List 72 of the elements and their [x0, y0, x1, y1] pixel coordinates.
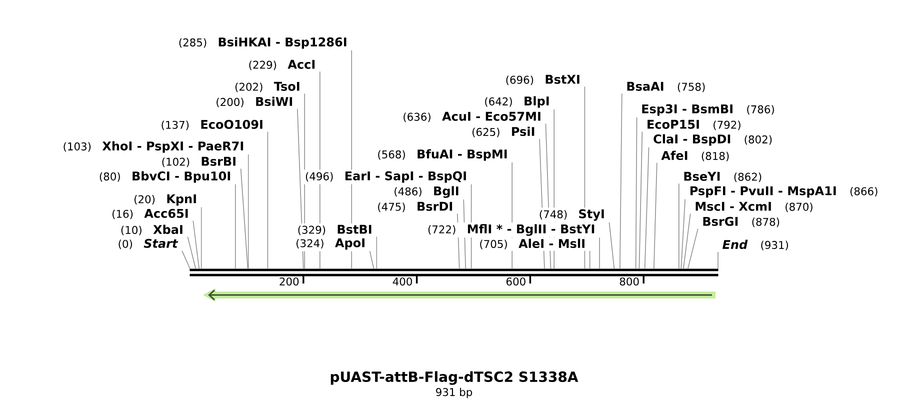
leader-line: [470, 184, 472, 270]
enzyme-label: (642) BlpI: [485, 96, 549, 108]
leader-line: [297, 108, 304, 270]
enzyme-label: (696) BstXI: [506, 74, 580, 86]
leader-line: [235, 184, 236, 270]
sequence-bar: [190, 268, 718, 276]
enzyme-label: EcoP15I (792): [648, 120, 740, 130]
leader-line: [240, 168, 248, 270]
leader-line: [644, 147, 650, 270]
enzyme-label: (475) BsrDI: [378, 202, 452, 212]
leader-line: [589, 250, 590, 270]
leader-line: [248, 154, 249, 270]
leader-line: [304, 93, 305, 270]
leader-line: [635, 116, 638, 270]
leader-line: [457, 213, 460, 270]
enzyme-label: BsrGI (878): [703, 216, 780, 228]
enzyme-label: (625) PsiI: [472, 126, 534, 138]
leader-line: [545, 123, 552, 270]
enzyme-label: ClaI - BspDI (802): [654, 134, 772, 146]
leader-line: [654, 162, 658, 270]
tick-label: 600: [506, 277, 526, 286]
leader-line: [608, 222, 615, 270]
leader-line: [680, 198, 686, 270]
enzyme-label: MscI - XcmI (870): [696, 202, 812, 212]
enzyme-label: AfeI (818): [661, 150, 729, 162]
enzyme-label: (329) BstBI: [298, 224, 372, 236]
leader-line: [463, 199, 466, 270]
enzyme-label: (748) StyI: [540, 209, 604, 221]
leader-line: [369, 250, 374, 270]
enzyme-label: (137) EcoO109I: [162, 120, 262, 130]
leader-line: [192, 220, 200, 270]
leader-line: [351, 50, 352, 270]
leader-line: [620, 93, 622, 270]
leader-line: [678, 183, 680, 270]
enzyme-label: (16) Acc65I: [112, 208, 188, 220]
title: pUAST-attB-Flag-dTSC2 S1338A: [330, 371, 578, 385]
leader-line: [200, 206, 202, 270]
leader-line: [539, 138, 545, 270]
enzyme-label: (103) XhoI - PspXI - PaeR7I: [64, 141, 244, 153]
enzyme-label: PspFI - PvuII - MspA1I (866): [690, 186, 878, 198]
enzyme-label: (324) ApoI: [296, 238, 364, 250]
leader-line: [376, 236, 377, 270]
leader-line: [599, 237, 600, 270]
enzyme-label: (568) BfuAI - BspMI: [378, 149, 507, 161]
enzyme-label: (229) AccI: [249, 60, 315, 70]
enzyme-label: (486) BglI: [394, 186, 458, 198]
enzyme-label: (496) EarI - SapI - BspQI: [306, 171, 466, 183]
enzyme-label: BsaAI (758): [627, 82, 705, 92]
tick-label: 200: [280, 277, 299, 286]
leader-line: [683, 213, 691, 270]
enzyme-label: (10) XbaI: [121, 224, 182, 236]
position-label: (0) Start: [118, 238, 178, 250]
leader-line: [584, 86, 586, 270]
enzyme-label: (705) AleI - MslI: [480, 238, 584, 250]
enzyme-label: (202) TsoI: [235, 82, 300, 92]
enzyme-label: BseYI (862): [684, 172, 762, 182]
leader-line: [182, 250, 190, 270]
caption: 931 bp: [436, 388, 472, 398]
enzyme-label: (20) KpnI: [134, 194, 196, 206]
position-label: End (931): [722, 240, 788, 250]
leader-line: [267, 131, 268, 270]
enzyme-label: (636) AcuI - Eco57MI: [404, 112, 540, 122]
leader-line: [187, 236, 196, 270]
enzyme-label: Esp3I - BsmBI (786): [642, 104, 774, 116]
enzyme-label: (722) MflI * - BglII - BstYI: [428, 224, 594, 236]
leader-line: [688, 228, 698, 270]
enzyme-label: (102) BsrBI: [162, 156, 236, 168]
tick-label: 800: [620, 277, 639, 286]
enzyme-label: (80) BbvCI - Bpu10I: [100, 171, 230, 183]
leader-line: [638, 131, 643, 270]
enzyme-label: (285) BsiHKAI - Bsp1286I: [179, 37, 346, 49]
enzyme-label: (200) BsiWI: [216, 96, 292, 108]
